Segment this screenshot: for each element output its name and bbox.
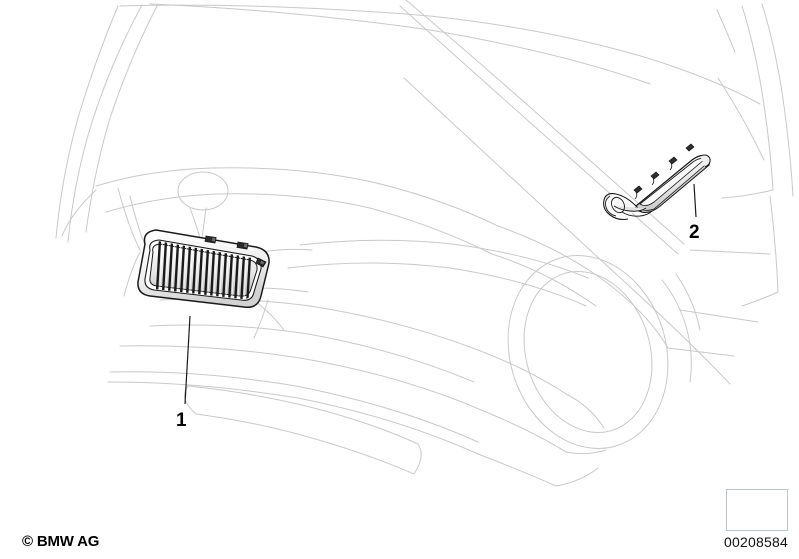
grille-mounting-clip (204, 235, 217, 244)
copyright-notice: © BMW AG (22, 533, 100, 550)
callout-number-2: 2 (689, 222, 700, 243)
part-number-label: 00208584 (724, 534, 788, 550)
trim-mounting-clip (633, 143, 695, 194)
leader-line-2 (693, 183, 697, 218)
kidney-grille-part (137, 229, 270, 405)
car-body-outline (55, 0, 794, 487)
callout-number-1: 1 (176, 410, 187, 431)
logo-box-frame (726, 489, 788, 531)
leader-line-1 (184, 315, 191, 405)
side-trim-strip-part (603, 143, 711, 221)
